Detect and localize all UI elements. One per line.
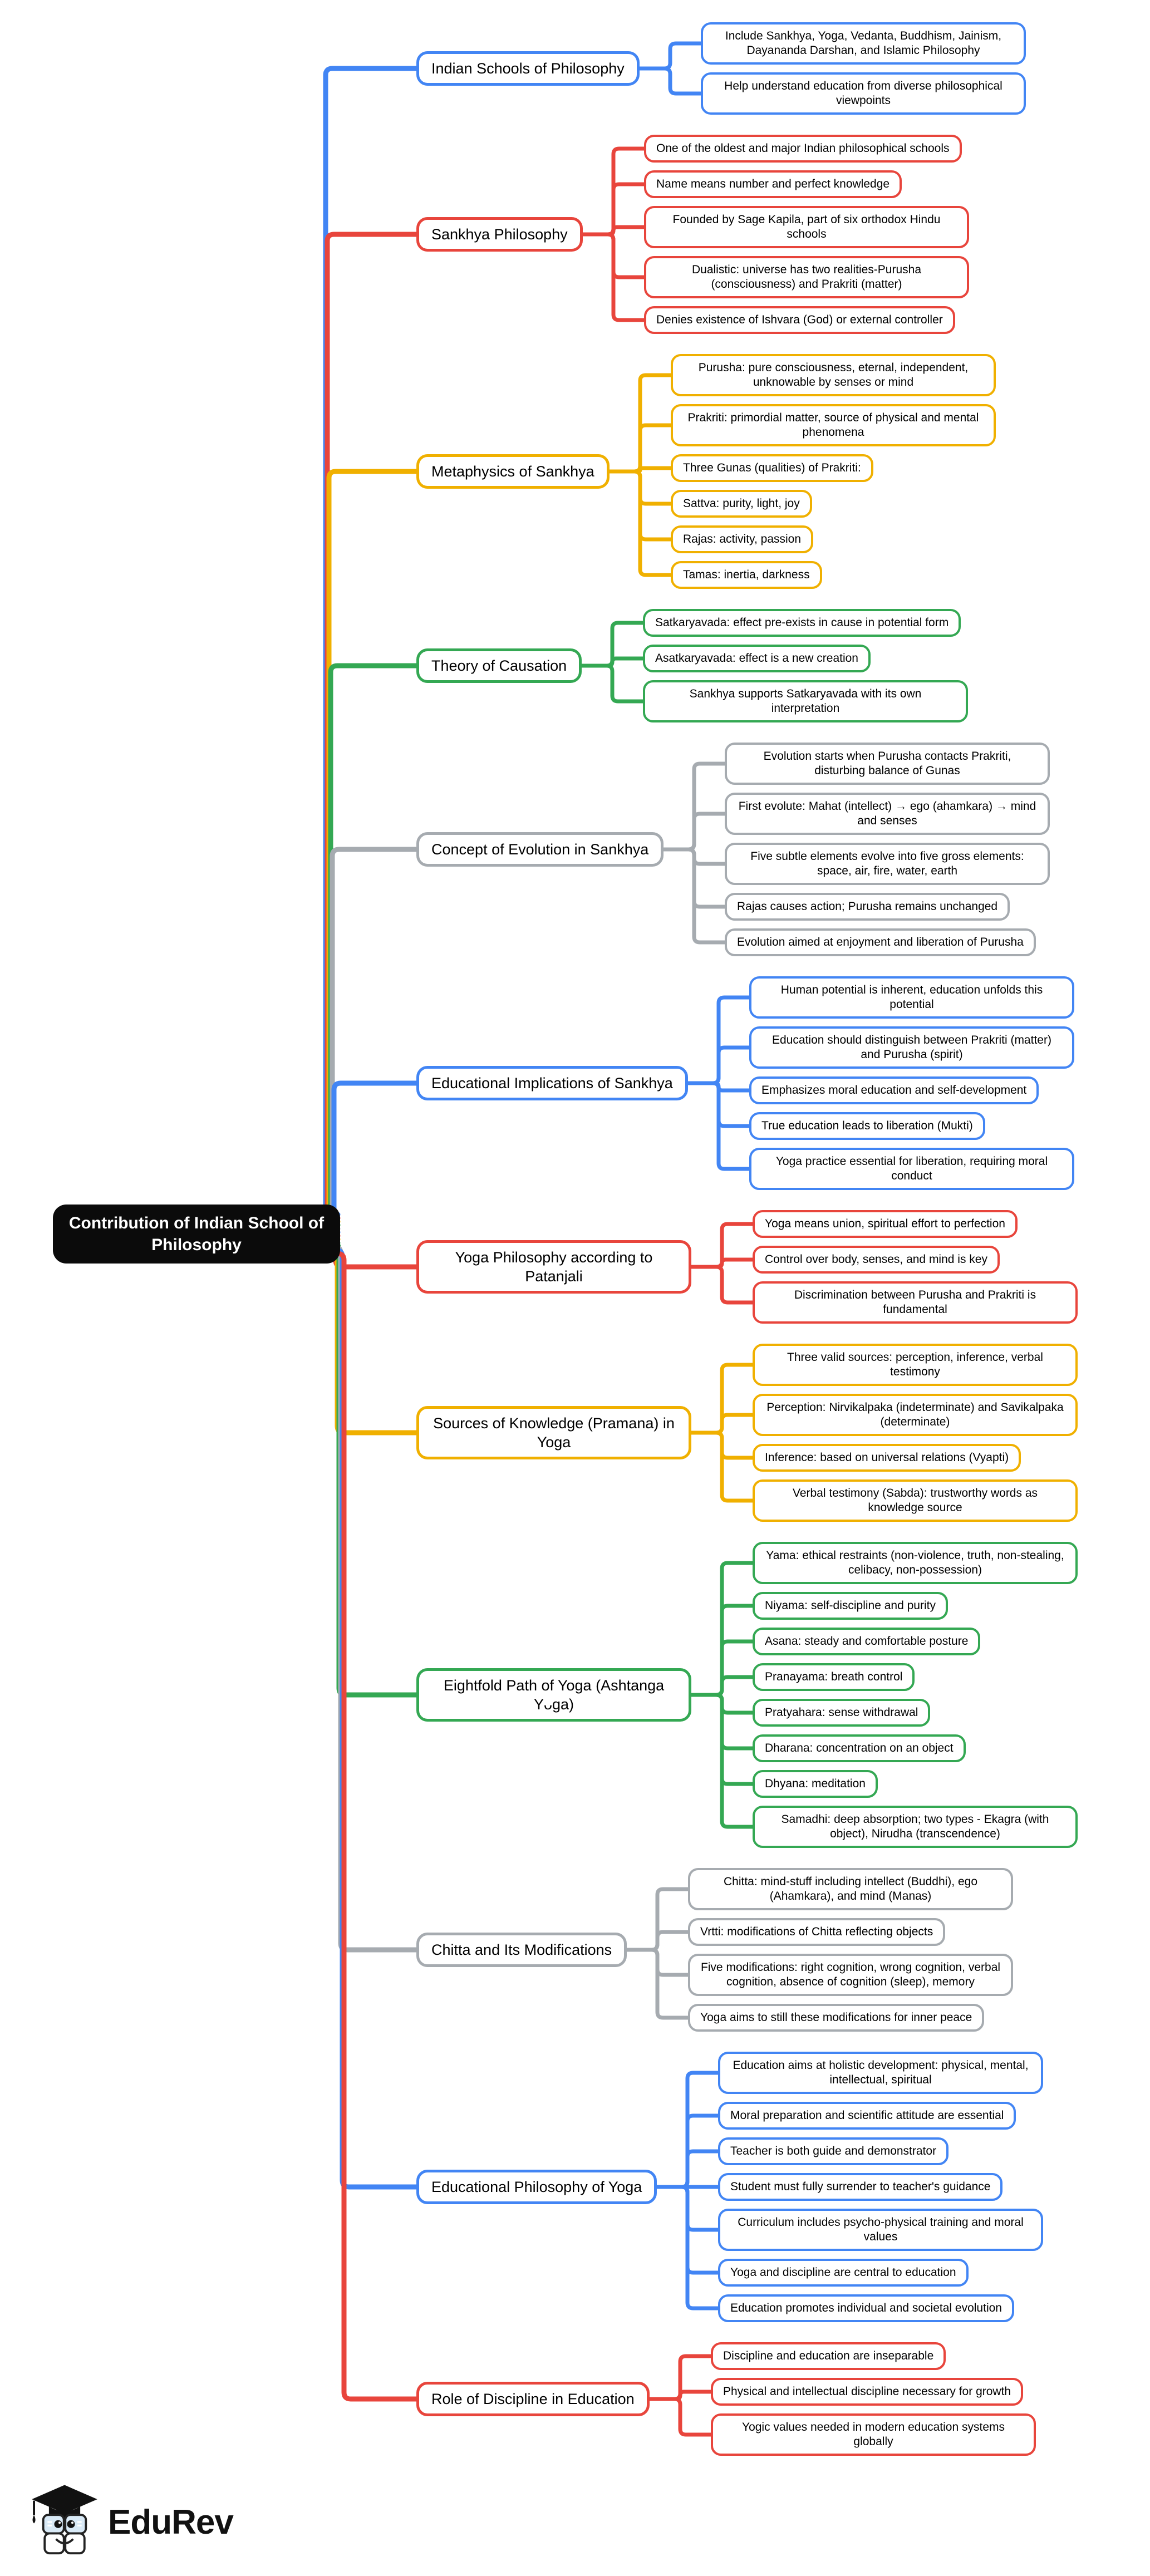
leaf-node: Sattva: purity, light, joy <box>671 490 812 518</box>
leaf-node: Prakriti: primordial matter, source of p… <box>671 404 996 446</box>
leaf-node: Education aims at holistic development: … <box>718 2052 1043 2094</box>
leaf-node: Tamas: inertia, darkness <box>671 561 822 589</box>
leaf-node: Discipline and education are inseparable <box>711 2342 946 2370</box>
leaf-node: Include Sankhya, Yoga, Vedanta, Buddhism… <box>701 22 1026 65</box>
leaf-node: First evolute: Mahat (intellect) → ego (… <box>725 793 1050 835</box>
leaf-node: Discrimination between Purusha and Prakr… <box>753 1281 1078 1324</box>
leaf-node: Dharana: concentration on an object <box>753 1734 966 1762</box>
leaf-node: Dhyana: meditation <box>753 1770 878 1798</box>
leaf-node: Yoga practice essential for liberation, … <box>749 1148 1074 1190</box>
leaf-node: Denies existence of Ishvara (God) or ext… <box>644 306 955 334</box>
leaf-node: Five modifications: right cognition, wro… <box>688 1954 1013 1996</box>
branch-educational-philosophy-of-yoga: Educational Philosophy of Yoga <box>416 2170 657 2204</box>
root-node: Contribution of Indian School of Philoso… <box>53 1205 340 1264</box>
leaf-node: Asana: steady and comfortable posture <box>753 1628 981 1655</box>
leaf-node: Pranayama: breath control <box>753 1663 915 1691</box>
leaf-node: Satkaryavada: effect pre-exists in cause… <box>643 609 961 637</box>
leaf-node: Three Gunas (qualities) of Prakriti: <box>671 454 873 482</box>
leaf-node: True education leads to liberation (Mukt… <box>749 1112 985 1140</box>
branch-sources-of-knowledge-pramana-in-yoga: Sources of Knowledge (Pramana) in Yoga <box>416 1406 691 1459</box>
edurev-brand-text: EduRev <box>108 2503 234 2541</box>
leaf-node: Sankhya supports Satkaryavada with its o… <box>643 680 968 722</box>
branch-theory-of-causation: Theory of Causation <box>416 648 582 683</box>
leaf-node: Inference: based on universal relations … <box>753 1444 1021 1472</box>
leaf-node: Moral preparation and scientific attitud… <box>718 2102 1016 2130</box>
leaf-node: Emphasizes moral education and self-deve… <box>749 1076 1039 1104</box>
leaf-node: Yama: ethical restraints (non-violence, … <box>753 1542 1078 1584</box>
branch-indian-schools-of-philosophy: Indian Schools of Philosophy <box>416 51 640 86</box>
leaf-node: Student must fully surrender to teacher'… <box>718 2173 1003 2201</box>
leaf-node: Teacher is both guide and demonstrator <box>718 2137 949 2165</box>
leaf-node: Purusha: pure consciousness, eternal, in… <box>671 354 996 396</box>
branch-educational-implications-of-sankhya: Educational Implications of Sankhya <box>416 1066 688 1100</box>
leaf-node: Perception: Nirvikalpaka (indeterminate)… <box>753 1394 1078 1436</box>
leaf-node: Physical and intellectual discipline nec… <box>711 2378 1024 2406</box>
leaf-node: Vrtti: modifications of Chitta reflectin… <box>688 1918 946 1946</box>
leaf-node: Human potential is inherent, education u… <box>749 976 1074 1019</box>
leaf-node: Niyama: self-discipline and purity <box>753 1592 948 1620</box>
edurev-logo: EduRev <box>29 2484 234 2560</box>
leaf-node: Chitta: mind-stuff including intellect (… <box>688 1868 1013 1910</box>
edurev-mascot-icon <box>32 2485 97 2555</box>
branch-concept-of-evolution-in-sankhya: Concept of Evolution in Sankhya <box>416 832 664 867</box>
leaf-node: Help understand education from diverse p… <box>701 72 1026 115</box>
leaf-node: Evolution starts when Purusha contacts P… <box>725 743 1050 785</box>
leaf-node: Name means number and perfect knowledge <box>644 170 902 198</box>
leaf-node: Control over body, senses, and mind is k… <box>753 1246 1000 1274</box>
leaf-node: Pratyahara: sense withdrawal <box>753 1699 931 1727</box>
leaf-node: Curriculum includes psycho-physical trai… <box>718 2209 1043 2251</box>
branch-chitta-and-its-modifications: Chitta and Its Modifications <box>416 1933 627 1967</box>
leaf-node: Evolution aimed at enjoyment and liberat… <box>725 928 1036 956</box>
leaf-node: Education should distinguish between Pra… <box>749 1026 1074 1069</box>
leaf-node: Asatkaryavada: effect is a new creation <box>643 645 871 672</box>
leaf-node: Yoga and discipline are central to educa… <box>718 2259 969 2287</box>
leaf-node: Rajas: activity, passion <box>671 525 814 553</box>
branch-role-of-discipline-in-education: Role of Discipline in Education <box>416 2382 650 2416</box>
leaf-node: Education promotes individual and societ… <box>718 2294 1014 2322</box>
leaf-node: Founded by Sage Kapila, part of six orth… <box>644 206 969 248</box>
leaf-node: Three valid sources: perception, inferen… <box>753 1344 1078 1386</box>
leaf-node: One of the oldest and major Indian philo… <box>644 135 962 163</box>
branch-sankhya-philosophy: Sankhya Philosophy <box>416 217 583 252</box>
leaf-node: Yogic values needed in modern education … <box>711 2413 1036 2456</box>
leaf-node: Yoga means union, spiritual effort to pe… <box>753 1210 1018 1238</box>
leaf-node: Yoga aims to still these modifications f… <box>688 2004 985 2032</box>
branch-metaphysics-of-sankhya: Metaphysics of Sankhya <box>416 454 610 489</box>
leaf-node: Five subtle elements evolve into five gr… <box>725 843 1050 885</box>
branch-eightfold-path-of-yoga-ashtanga-y-ga: Eightfold Path of Yoga (Ashtanga Yᴗga) <box>416 1668 691 1722</box>
leaf-node: Samadhi: deep absorption; two types - Ek… <box>753 1806 1078 1848</box>
leaf-node: Rajas causes action; Purusha remains unc… <box>725 893 1010 921</box>
leaf-node: Dualistic: universe has two realities-Pu… <box>644 256 969 298</box>
branch-yoga-philosophy-according-to-patanjali: Yoga Philosophy according to Patanjali <box>416 1240 691 1294</box>
leaf-node: Verbal testimony (Sabda): trustworthy wo… <box>753 1479 1078 1522</box>
